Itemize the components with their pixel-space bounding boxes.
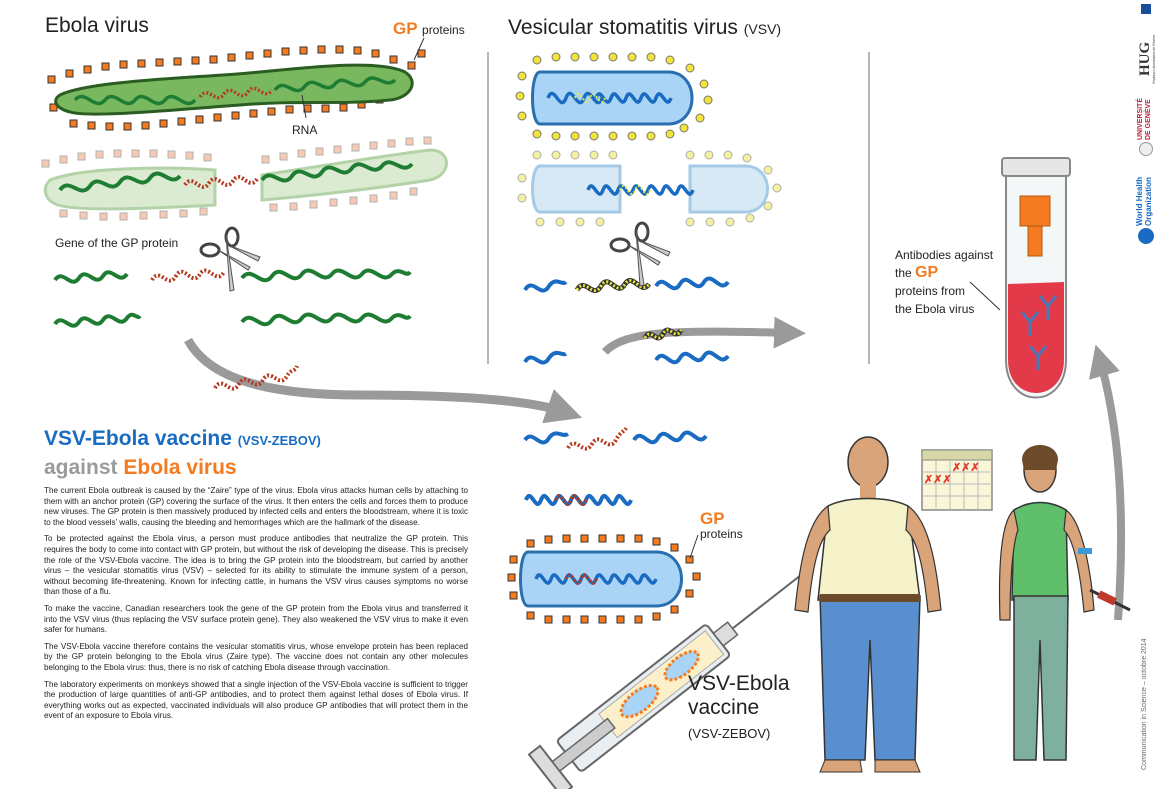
vsv-title-abbr: (VSV) xyxy=(743,21,782,37)
against-ebola: Ebola virus xyxy=(123,456,237,479)
vsv-rna-released xyxy=(586,184,695,196)
who-logo-line1: World Health xyxy=(1135,176,1144,226)
paragraph-2: To be protected against the Ebola virus,… xyxy=(44,534,468,597)
recombinant-step1-gp xyxy=(566,426,628,451)
vsv-virion xyxy=(515,52,713,141)
paragraph-3: To make the vaccine, Canadian researcher… xyxy=(44,603,468,635)
man-figure xyxy=(794,436,942,773)
who-emblem-icon xyxy=(1138,228,1154,244)
unige-logo-line1: UNIVERSITÉ xyxy=(1137,97,1144,140)
antibodies-line4: the Ebola virus xyxy=(895,302,975,316)
unige-seal-icon xyxy=(1139,142,1153,156)
paragraph-5: The laboratory experiments on monkeys sh… xyxy=(44,679,468,721)
recombinant-step1-right xyxy=(632,430,708,445)
unige-logo-line2: DE GENÈVE xyxy=(1145,99,1152,140)
test-tube-icon xyxy=(969,157,1071,399)
vsv-virion-opened xyxy=(517,150,782,227)
gp-label-vsv: GP xyxy=(700,509,725,528)
vsv-gene-discarded-color xyxy=(643,328,683,340)
ebola-rna-strand-right xyxy=(240,268,412,283)
vaccine-heading-text: VSV-Ebola vaccine xyxy=(44,427,232,450)
vaccine-label-line2: vaccine xyxy=(688,696,760,719)
vsv-gene-strand-color xyxy=(575,279,651,293)
vsv-rna-cut-right xyxy=(654,350,730,365)
calendar-icon: ✗✗✗ ✗✗✗ xyxy=(921,449,993,511)
ebola-virion-opened xyxy=(41,136,448,221)
antibodies-gp: GP xyxy=(915,264,939,281)
who-logo-line2: Organization xyxy=(1144,177,1153,226)
vsv-gp-virion xyxy=(507,534,701,624)
syringe-icon xyxy=(527,564,814,789)
hug-logo-subtext: Hôpitaux Universitaires de Genève xyxy=(1152,34,1156,84)
vsv-rna-cut-left xyxy=(523,350,567,365)
against-word: against xyxy=(44,456,118,479)
woman-figure xyxy=(998,445,1131,761)
vaccine-code-label: (VSV-ZEBOV) xyxy=(688,726,771,741)
vaccine-heading-code: (VSV-ZEBOV) xyxy=(237,433,321,448)
vsv-title: Vesicular stomatitis virus (VSV) xyxy=(508,16,781,40)
ebola-virion xyxy=(47,37,426,131)
proteins-label-vsv: proteins xyxy=(700,527,743,541)
against-heading: against Ebola virus xyxy=(44,456,237,480)
ebola-rna-strand-left-cut xyxy=(53,312,142,328)
divider-ebola-vsv xyxy=(487,52,489,364)
gene-label: Gene of the GP protein xyxy=(55,236,179,250)
antibodies-label: Antibodies against the GP proteins from … xyxy=(895,246,993,318)
recombinant-strand xyxy=(524,494,633,506)
paragraph-4: The VSV-Ebola vaccine therefore contains… xyxy=(44,641,468,672)
body-text: The current Ebola outbreak is caused by … xyxy=(44,486,468,728)
svg-text:✗✗✗: ✗✗✗ xyxy=(952,462,980,474)
antibodies-the: the xyxy=(895,266,912,280)
gp-gene-in-transit xyxy=(213,365,299,391)
paragraph-1: The current Ebola outbreak is caused by … xyxy=(44,486,468,527)
proteins-label-top: proteins xyxy=(422,23,465,37)
blood-sample-arrow xyxy=(1089,344,1125,621)
gp-label-top: GP xyxy=(393,19,418,38)
svg-text:✗✗✗: ✗✗✗ xyxy=(924,474,952,486)
antibodies-line1: Antibodies against xyxy=(895,248,994,262)
scissors-icon xyxy=(199,226,261,292)
antibodies-line2: the GP xyxy=(895,264,993,282)
ebola-rna-released-right xyxy=(260,160,414,183)
ebola-title: Ebola virus xyxy=(45,14,149,37)
hug-logo-mark xyxy=(1141,4,1151,14)
unige-logo: UNIVERSITÉ DE GENÈVE xyxy=(1137,92,1157,156)
ebola-rna-strand-left xyxy=(53,270,129,284)
divider-vsv-tube xyxy=(868,52,870,364)
recombinant-step1-left xyxy=(523,431,570,445)
scissors-icon-vsv xyxy=(609,221,671,287)
gp-gene-strand xyxy=(150,268,226,283)
vsv-rna-strand-right xyxy=(654,276,730,291)
vsv-title-text: Vesicular stomatitis virus xyxy=(508,16,738,39)
credit-text: Communication in Science – octobre 2014 xyxy=(1141,638,1148,770)
who-logo: World Health Organization xyxy=(1135,168,1157,248)
ebola-rna-released xyxy=(58,171,182,193)
hug-logo: HUG Hôpitaux Universitaires de Genève xyxy=(1137,4,1157,84)
ebola-rna-strand-right-cut xyxy=(240,312,412,327)
rna-label: RNA xyxy=(292,123,318,137)
vaccine-label-line1: VSV-Ebola xyxy=(688,672,790,695)
vsv-rna-strand-left xyxy=(523,279,568,293)
transfer-arrow xyxy=(184,337,583,424)
antibodies-line3: proteins from xyxy=(895,284,966,298)
vaccine-label: VSV-Ebola vaccine xyxy=(688,672,790,720)
gp-proteins-label-top: GP proteins xyxy=(393,19,465,39)
vsv-gene-discard-arrow xyxy=(602,316,806,355)
vaccine-heading: VSV-Ebola vaccine (VSV-ZEBOV) xyxy=(44,427,321,451)
